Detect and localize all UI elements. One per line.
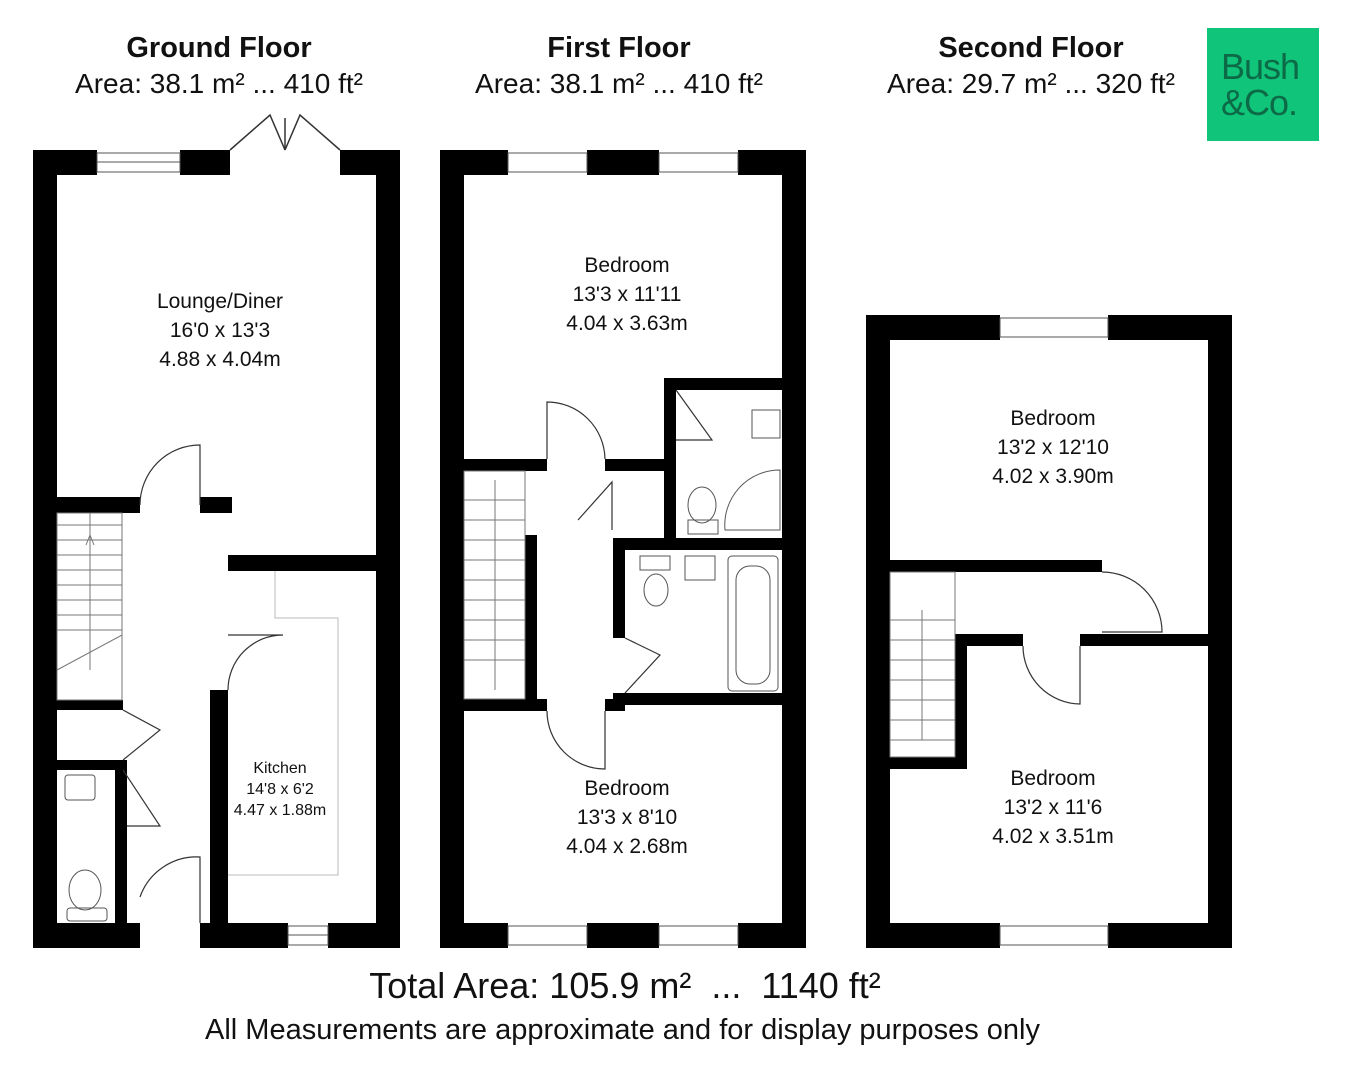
room-imperial: 13'2 x 11'6 bbox=[1003, 796, 1103, 819]
room-metric: 4.04 x 3.63m bbox=[566, 312, 688, 335]
room-metric: 4.02 x 3.51m bbox=[992, 825, 1114, 848]
room-imperial: 13'3 x 11'11 bbox=[572, 283, 682, 306]
room-name: Bedroom bbox=[584, 254, 670, 277]
room-imperial: 13'3 x 8'10 bbox=[576, 806, 678, 829]
room-kitchen: Kitchen 14'8 x 6'2 4.47 x 1.88m bbox=[210, 758, 350, 821]
ground-floor-header: Ground Floor Area: 38.1 m² ... 410 ft² bbox=[39, 30, 399, 102]
second-floor-plan bbox=[866, 315, 1232, 948]
ground-floor-plan bbox=[33, 113, 400, 948]
logo-line-1: Bush bbox=[1221, 46, 1300, 87]
room-imperial: 14'8 x 6'2 bbox=[246, 781, 314, 798]
room-metric: 4.04 x 2.68m bbox=[566, 835, 688, 858]
room-name: Kitchen bbox=[253, 760, 307, 777]
room-name: Lounge/Diner bbox=[156, 290, 284, 313]
second-floor-header: Second Floor Area: 29.7 m² ... 320 ft² bbox=[851, 30, 1211, 102]
room-name: Bedroom bbox=[1010, 407, 1096, 430]
ground-floor-area: Area: 38.1 m² ... 410 ft² bbox=[75, 68, 363, 99]
first-floor-area: Area: 38.1 m² ... 410 ft² bbox=[475, 68, 763, 99]
room-name: Bedroom bbox=[584, 777, 670, 800]
first-floor-title: First Floor bbox=[547, 32, 691, 64]
disclaimer: All Measurements are approximate and for… bbox=[205, 1014, 1040, 1046]
room-imperial: 16'0 x 13'3 bbox=[169, 319, 271, 342]
logo-line-2: &Co. bbox=[1221, 82, 1298, 123]
room-lounge-diner: Lounge/Diner 16'0 x 13'3 4.88 x 4.04m bbox=[90, 287, 350, 374]
room-first-bedroom-1: Bedroom 13'3 x 11'11 4.04 x 3.63m bbox=[497, 251, 757, 338]
second-floor-area: Area: 29.7 m² ... 320 ft² bbox=[887, 68, 1175, 99]
first-floor-plan bbox=[440, 150, 806, 948]
room-metric: 4.88 x 4.04m bbox=[159, 348, 281, 371]
room-name: Bedroom bbox=[1010, 767, 1096, 790]
room-first-bedroom-2: Bedroom 13'3 x 8'10 4.04 x 2.68m bbox=[497, 774, 757, 861]
company-logo: Bush &Co. bbox=[1207, 28, 1319, 141]
first-floor-header: First Floor Area: 38.1 m² ... 410 ft² bbox=[439, 30, 799, 102]
room-second-bedroom-2: Bedroom 13'2 x 11'6 4.02 x 3.51m bbox=[923, 764, 1183, 851]
ground-floor-title: Ground Floor bbox=[126, 32, 312, 64]
room-metric: 4.02 x 3.90m bbox=[992, 465, 1114, 488]
room-metric: 4.47 x 1.88m bbox=[233, 802, 327, 819]
room-imperial: 13'2 x 12'10 bbox=[997, 436, 1109, 459]
total-area: Total Area: 105.9 m² ... 1140 ft² bbox=[369, 965, 881, 1006]
room-second-bedroom-1: Bedroom 13'2 x 12'10 4.02 x 3.90m bbox=[923, 404, 1183, 491]
second-floor-title: Second Floor bbox=[938, 32, 1124, 64]
